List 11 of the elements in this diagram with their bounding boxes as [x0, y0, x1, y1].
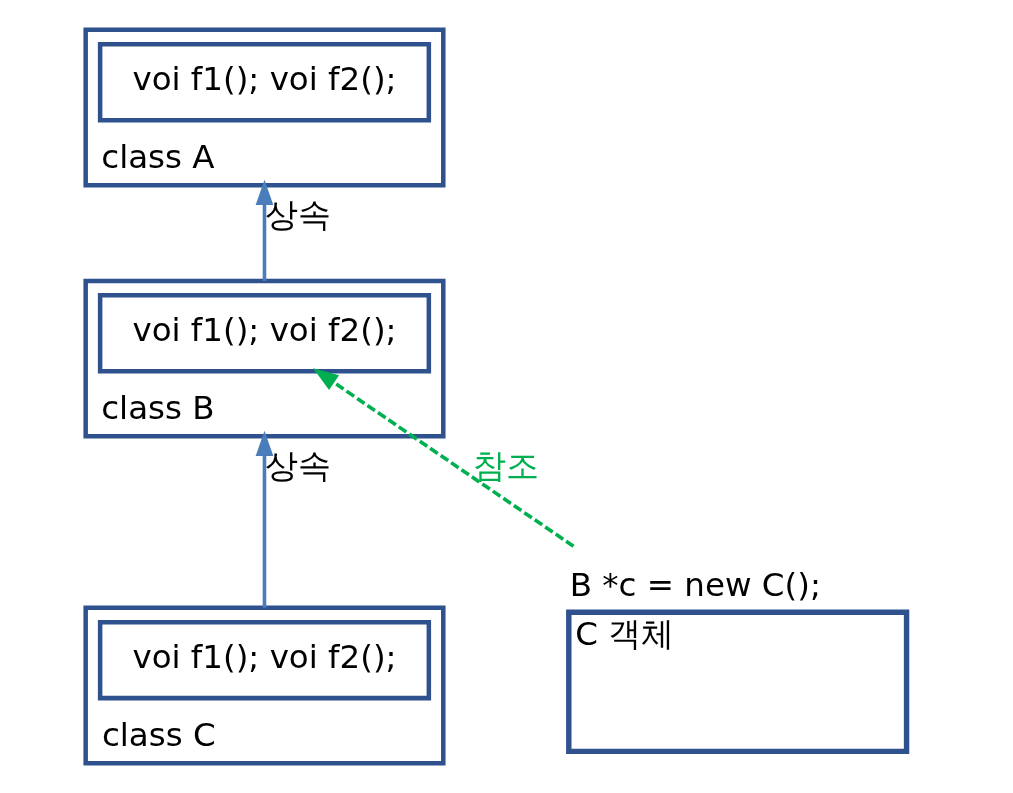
node-box: voi f1(); voi f2();	[97, 293, 432, 374]
arrow	[313, 368, 575, 548]
node-box: C 객체	[566, 609, 910, 755]
node-label: B *c = new C();	[569, 565, 821, 604]
arrow	[255, 430, 274, 608]
node-box: voi f1(); voi f2();	[97, 42, 432, 123]
edge-label: 상속	[264, 446, 331, 485]
node-box: voi f1(); voi f2();	[97, 620, 432, 701]
edge-label: 상속	[264, 195, 331, 234]
arrow	[255, 179, 274, 281]
edge-label: 참조	[472, 446, 539, 485]
